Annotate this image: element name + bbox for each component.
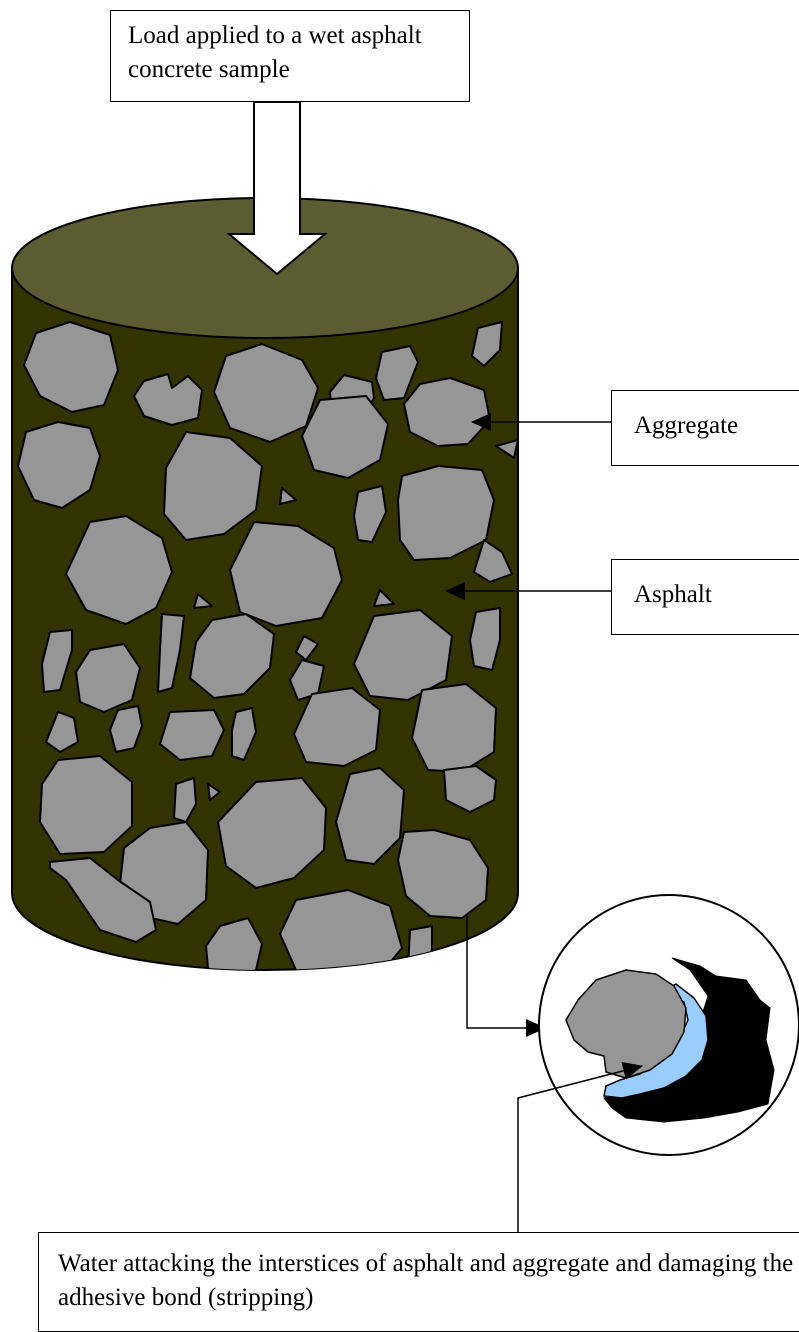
aggregate-particle xyxy=(160,710,224,760)
load-label-box: Load applied to a wet asphalt concrete s… xyxy=(110,10,470,102)
aggregate-label: Aggregate xyxy=(634,412,738,439)
asphalt-cylinder xyxy=(12,198,518,988)
zoom-detail xyxy=(539,895,799,1155)
asphalt-label-box: Asphalt xyxy=(611,559,799,635)
aggregate-particle xyxy=(408,926,432,970)
aggregate-label-box: Aggregate xyxy=(611,390,799,466)
load-label: Load applied to a wet asphalt concrete s… xyxy=(128,22,422,83)
asphalt-label: Asphalt xyxy=(634,581,712,608)
aggregate-particle xyxy=(412,684,496,772)
caption-text: Water attacking the interstices of aspha… xyxy=(58,1250,793,1311)
aggregate-particle xyxy=(40,756,132,854)
aggregate-particle xyxy=(470,608,500,670)
aggregate-particle xyxy=(280,890,402,988)
caption-box: Water attacking the interstices of aspha… xyxy=(38,1232,799,1332)
